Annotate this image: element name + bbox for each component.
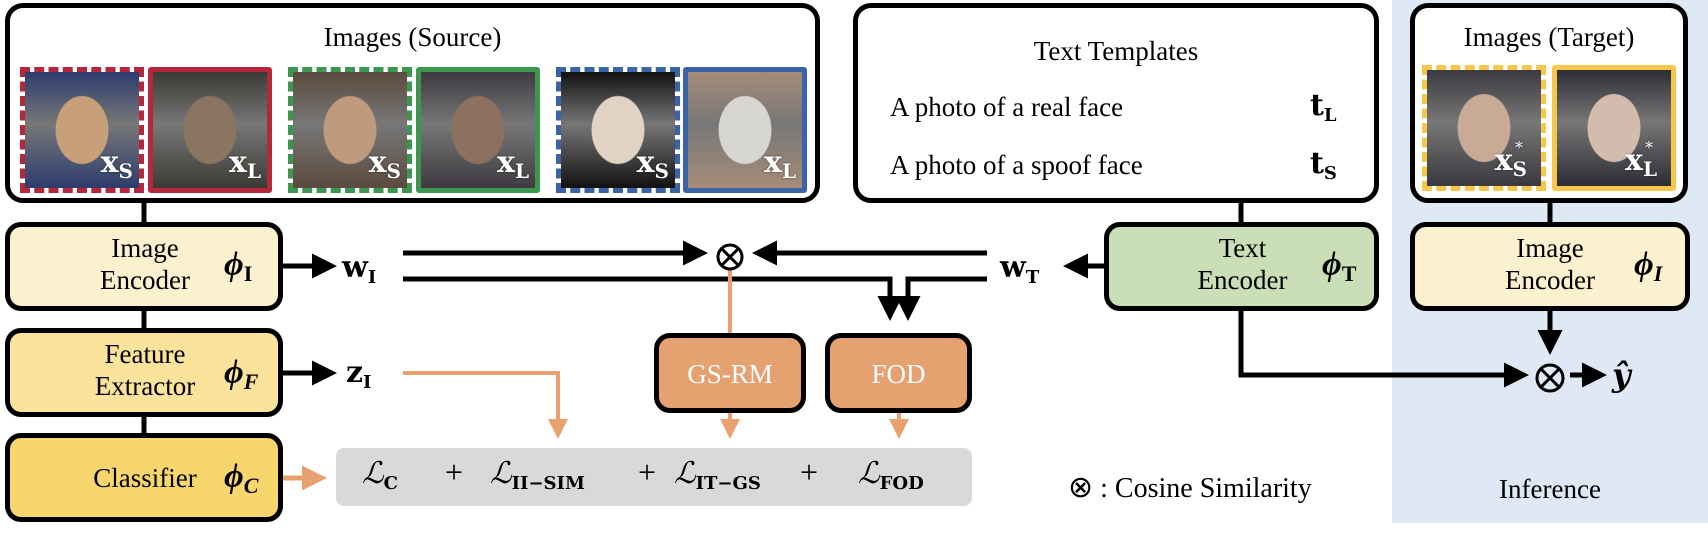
legend: ⊗ : Cosine Similarity bbox=[1068, 470, 1312, 505]
template-real-symbol: tL bbox=[1310, 88, 1337, 126]
text-templates-panel bbox=[853, 3, 1379, 203]
text-templates-title: Text Templates bbox=[1033, 36, 1199, 66]
text-encoder-to-inference-cosine bbox=[1238, 310, 1529, 388]
plus-2: + bbox=[638, 454, 657, 490]
face-label: xL bbox=[229, 145, 261, 184]
face-image-live: xL bbox=[683, 67, 807, 193]
cosine-operator-train bbox=[716, 243, 744, 271]
target-images-title: Images (Target) bbox=[1463, 22, 1635, 52]
cosine-operator-inference bbox=[1535, 363, 1565, 393]
loss-classification: ℒC bbox=[362, 456, 398, 494]
face-label: xS bbox=[368, 145, 401, 184]
fod-label: FOD bbox=[871, 359, 926, 389]
image-encoder bbox=[5, 222, 283, 311]
loss-it-gs: ℒIT−GS bbox=[674, 456, 761, 494]
face-image-spoof: xS* bbox=[1422, 65, 1546, 191]
feature-extractor bbox=[5, 328, 283, 417]
face-label: xL bbox=[497, 145, 529, 184]
legend-cosine-icon: ⊗ bbox=[1068, 470, 1094, 505]
face-image-live: xL bbox=[416, 67, 540, 193]
w-text-to-fod bbox=[895, 276, 987, 321]
fod-module bbox=[825, 333, 972, 413]
target-image-encoder-symbol: ϕI bbox=[1634, 246, 1663, 286]
text-encoder-symbol: ϕT bbox=[1322, 246, 1357, 286]
face-label: xS bbox=[636, 145, 669, 184]
prediction-label: ŷ bbox=[1612, 356, 1631, 394]
template-real: A photo of a real face bbox=[890, 92, 1124, 122]
plus-1: + bbox=[445, 454, 464, 490]
face-photo bbox=[688, 72, 802, 188]
classifier-label: Classifier bbox=[93, 463, 197, 493]
face-photo bbox=[293, 72, 407, 188]
loss-fod: ℒFOD bbox=[858, 456, 924, 494]
face-image-live: xL bbox=[148, 67, 272, 193]
face-photo bbox=[25, 72, 139, 188]
face-photo bbox=[421, 72, 535, 188]
feature-extractor-symbol: ϕF bbox=[224, 354, 259, 394]
face-photo bbox=[153, 72, 267, 188]
template-spoof: A photo of a spoof face bbox=[890, 150, 1143, 180]
gsrm-label: GS-RM bbox=[687, 359, 773, 389]
face-label: xS bbox=[100, 145, 133, 184]
plus-3: + bbox=[800, 454, 819, 490]
gsrm-module bbox=[654, 333, 806, 413]
face-photo bbox=[1427, 70, 1541, 186]
face-image-spoof: xS bbox=[288, 67, 412, 193]
w-text-label: wT bbox=[1000, 250, 1040, 288]
legend-text: : Cosine Similarity bbox=[1100, 473, 1312, 504]
w-image-to-fod bbox=[403, 276, 903, 321]
classifier-symbol: ϕC bbox=[224, 458, 259, 498]
classifier bbox=[5, 433, 283, 522]
face-image-spoof: xS bbox=[556, 67, 680, 193]
face-image-spoof: xS bbox=[20, 67, 144, 193]
text-encoder bbox=[1104, 222, 1379, 311]
template-spoof-symbol: tS bbox=[1310, 146, 1337, 184]
face-label: xS* bbox=[1494, 138, 1527, 181]
image-encoder-symbol: ϕI bbox=[224, 246, 253, 286]
face-photo bbox=[561, 72, 675, 188]
face-label: xL* bbox=[1625, 138, 1657, 181]
target-image-encoder bbox=[1410, 222, 1690, 311]
source-images-title: Images (Source) bbox=[323, 22, 502, 52]
face-image-live: xL* bbox=[1552, 65, 1676, 191]
loss-ii-sim: ℒII−SIM bbox=[490, 456, 585, 494]
z-image-label: zI bbox=[346, 355, 372, 393]
inference-label: Inference bbox=[1499, 474, 1601, 504]
face-label: xL bbox=[764, 145, 796, 184]
z-image-to-loss bbox=[403, 371, 568, 439]
w-image-label: wI bbox=[342, 250, 377, 288]
face-photo bbox=[1557, 70, 1671, 186]
loss-bar bbox=[336, 448, 972, 506]
